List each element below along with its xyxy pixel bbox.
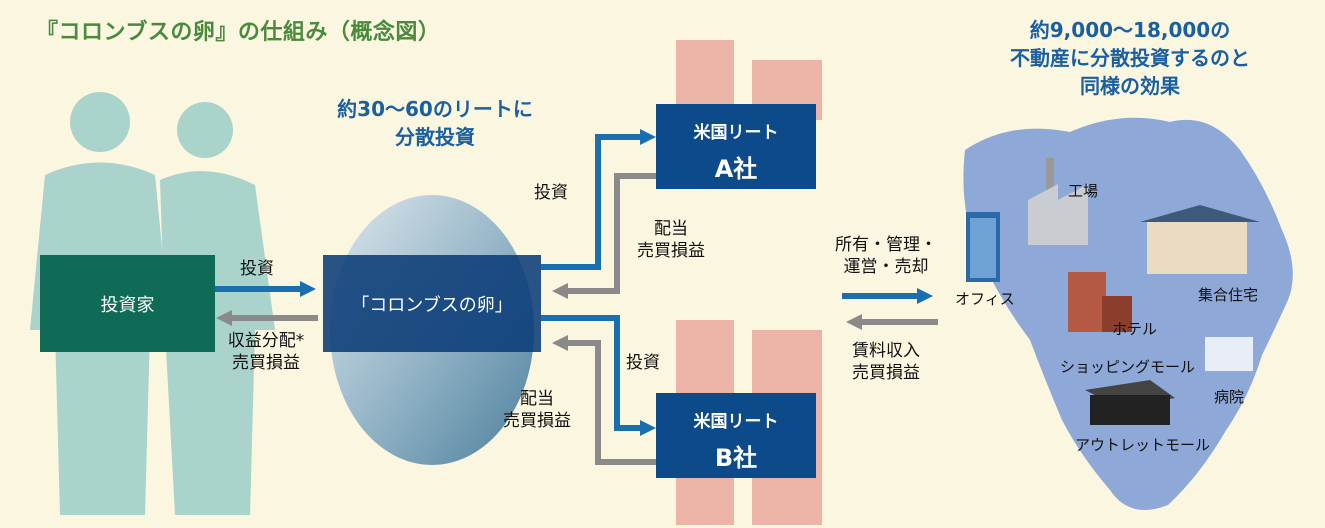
center-heading: 約30〜60のリートに 分散投資 xyxy=(300,95,570,151)
investor-box: 投資家 xyxy=(40,255,215,352)
label-b-to-fund-line2: 売買損益 xyxy=(503,411,571,431)
label-shopping-mall: ショッピングモール xyxy=(1060,358,1196,376)
label-fund-to-investor: 収益分配* 売買損益 xyxy=(214,330,318,374)
right-heading-line1: 約9,000〜18,000の xyxy=(1029,18,1231,42)
arrow-a-to-fund xyxy=(552,173,676,299)
fund-box: 「コロンブスの卵」 xyxy=(323,255,541,352)
arrow-investor-to-fund xyxy=(215,281,316,297)
label-factory: 工場 xyxy=(1068,182,1099,200)
arrow-fund-to-b xyxy=(541,315,656,436)
label-fund-to-investor-line1: 収益分配* xyxy=(227,331,305,351)
reit-b-line1: 米国リート xyxy=(693,412,779,432)
label-property-to-reits-line2: 売買損益 xyxy=(852,363,920,383)
label-hospital: 病院 xyxy=(1214,388,1245,406)
outlet-mall-icon xyxy=(1085,380,1175,425)
hotel-icon xyxy=(1068,272,1132,332)
label-reits-to-property-line1: 所有・管理・ xyxy=(835,235,937,255)
reit-a-line1: 米国リート xyxy=(693,123,779,143)
label-fund-to-b: 投資 xyxy=(626,353,660,373)
arrow-property-to-reits xyxy=(846,314,938,330)
label-reits-to-property-line2: 運営・売却 xyxy=(843,257,929,277)
right-heading-line3: 同様の効果 xyxy=(1080,74,1180,98)
reit-b-line2: B社 xyxy=(714,444,758,472)
reit-a-box: 米国リート A社 xyxy=(656,104,816,189)
label-a-to-fund: 配当 売買損益 xyxy=(616,218,726,262)
label-property-to-reits: 賃料収入 売買損益 xyxy=(830,340,942,384)
center-heading-line2: 分散投資 xyxy=(395,125,475,149)
label-property-to-reits-line1: 賃料収入 xyxy=(852,341,920,361)
label-investor-to-fund: 投資 xyxy=(240,259,274,279)
label-office: オフィス xyxy=(955,290,1015,308)
arrow-b-to-fund xyxy=(552,335,676,465)
reit-a-line2: A社 xyxy=(714,155,758,183)
right-heading-line2: 不動産に分散投資するのと xyxy=(1010,46,1250,70)
label-b-to-fund: 配当 売買損益 xyxy=(482,388,592,432)
label-reits-to-property: 所有・管理・ 運営・売却 xyxy=(830,234,942,278)
arrow-reits-to-property xyxy=(842,288,933,304)
label-b-to-fund-line1: 配当 xyxy=(520,389,554,409)
label-outlet-mall: アウトレットモール xyxy=(1075,436,1211,454)
hospital-icon xyxy=(1205,337,1253,371)
diagram-title: 『コロンブスの卵』の仕組み（概念図） xyxy=(36,20,441,45)
label-a-to-fund-line1: 配当 xyxy=(654,219,688,239)
right-heading: 約9,000〜18,000の 不動産に分散投資するのと 同様の効果 xyxy=(960,16,1300,100)
reit-b-box: 米国リート B社 xyxy=(656,393,816,478)
office-building-icon xyxy=(966,212,1000,282)
arrow-fund-to-a xyxy=(541,129,656,270)
label-housing: 集合住宅 xyxy=(1198,286,1259,304)
arrow-fund-to-investor xyxy=(216,310,318,326)
apartment-icon xyxy=(1140,205,1260,274)
factory-icon xyxy=(1028,158,1088,245)
label-fund-to-a: 投資 xyxy=(534,183,568,203)
label-hotel: ホテル xyxy=(1112,320,1158,338)
label-fund-to-investor-line2: 売買損益 xyxy=(232,353,300,373)
center-heading-line1: 約30〜60のリートに xyxy=(337,97,533,121)
label-a-to-fund-line2: 売買損益 xyxy=(637,241,705,261)
